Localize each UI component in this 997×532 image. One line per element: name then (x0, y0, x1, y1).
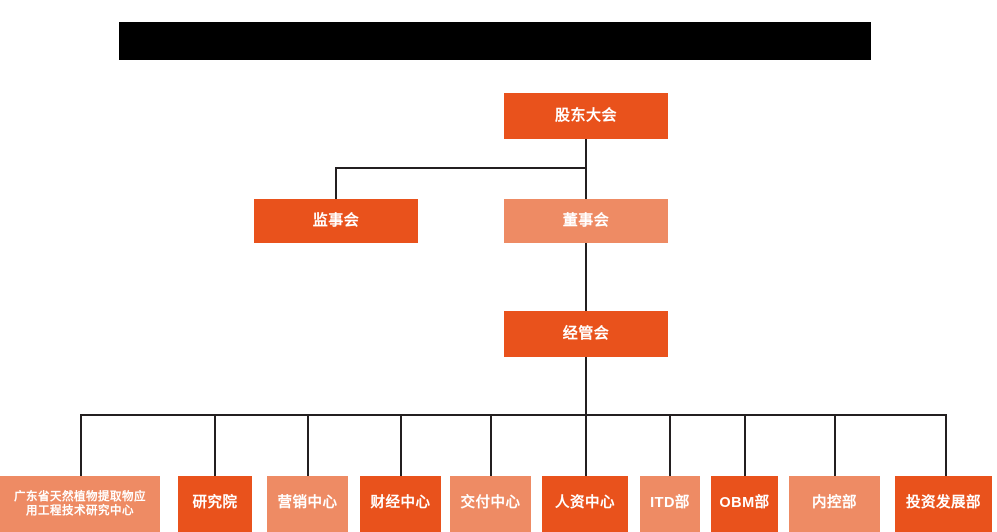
connector-drop-research-institute (214, 414, 216, 476)
node-internal-control-department[interactable]: 内控部 (789, 476, 880, 532)
node-obm-department[interactable]: OBM部 (711, 476, 778, 532)
connector-drop-marketing-center (307, 414, 309, 476)
node-label: 交付中心 (460, 495, 521, 512)
node-delivery-center[interactable]: 交付中心 (450, 476, 531, 532)
node-label: 股东大会 (554, 106, 617, 124)
node-label: 内控部 (812, 495, 857, 512)
node-label: 财经中心 (370, 495, 431, 512)
connector-drop-rd-center (80, 414, 82, 476)
node-shareholders-meeting[interactable]: 股东大会 (504, 93, 668, 139)
connector-drop-internal-control-dept (834, 414, 836, 476)
connector-drop-hr-center (585, 414, 587, 476)
node-label-line2: 用工程技术研究中心 (26, 505, 134, 517)
node-marketing-center[interactable]: 营销中心 (267, 476, 348, 532)
node-investment-development-department[interactable]: 投资发展部 (895, 476, 992, 532)
connector-drop-delivery-center (490, 414, 492, 476)
redacted-title-banner (119, 22, 871, 60)
connector-directors-to-management (585, 243, 587, 311)
connector-shareholders-down (585, 139, 587, 169)
connector-drop-finance-center (400, 414, 402, 476)
node-itd-department[interactable]: ITD部 (640, 476, 700, 532)
node-label: 经管会 (562, 324, 610, 342)
node-research-institute[interactable]: 研究院 (178, 476, 252, 532)
node-label: 董事会 (562, 211, 610, 229)
node-label: 营销中心 (277, 495, 338, 512)
node-label: 研究院 (192, 495, 238, 512)
node-label: 人资中心 (555, 495, 615, 512)
node-board-of-supervisors[interactable]: 监事会 (254, 199, 418, 243)
connector-departments-bus (80, 414, 946, 416)
node-management-committee[interactable]: 经管会 (504, 311, 668, 357)
connector-to-directors (585, 167, 587, 199)
connector-drop-obm-dept (744, 414, 746, 476)
node-label: 投资发展部 (906, 495, 981, 512)
node-finance-center[interactable]: 财经中心 (360, 476, 441, 532)
connector-shareholders-bus (335, 167, 587, 169)
node-label-line1: 广东省天然植物提取物应 (14, 490, 146, 503)
node-guangdong-natural-plant-extract-engineering-research-center[interactable]: 广东省天然植物提取物应 用工程技术研究中心 (0, 476, 160, 532)
connector-to-supervisors (335, 167, 337, 199)
connector-drop-itd-dept (669, 414, 671, 476)
node-label: OBM部 (719, 495, 770, 512)
node-label: ITD部 (650, 495, 690, 512)
node-board-of-directors[interactable]: 董事会 (504, 199, 668, 243)
connector-management-down (585, 357, 587, 415)
node-label: 监事会 (312, 211, 360, 229)
connector-drop-investment-development-dept (945, 414, 947, 476)
node-hr-center[interactable]: 人资中心 (542, 476, 628, 532)
